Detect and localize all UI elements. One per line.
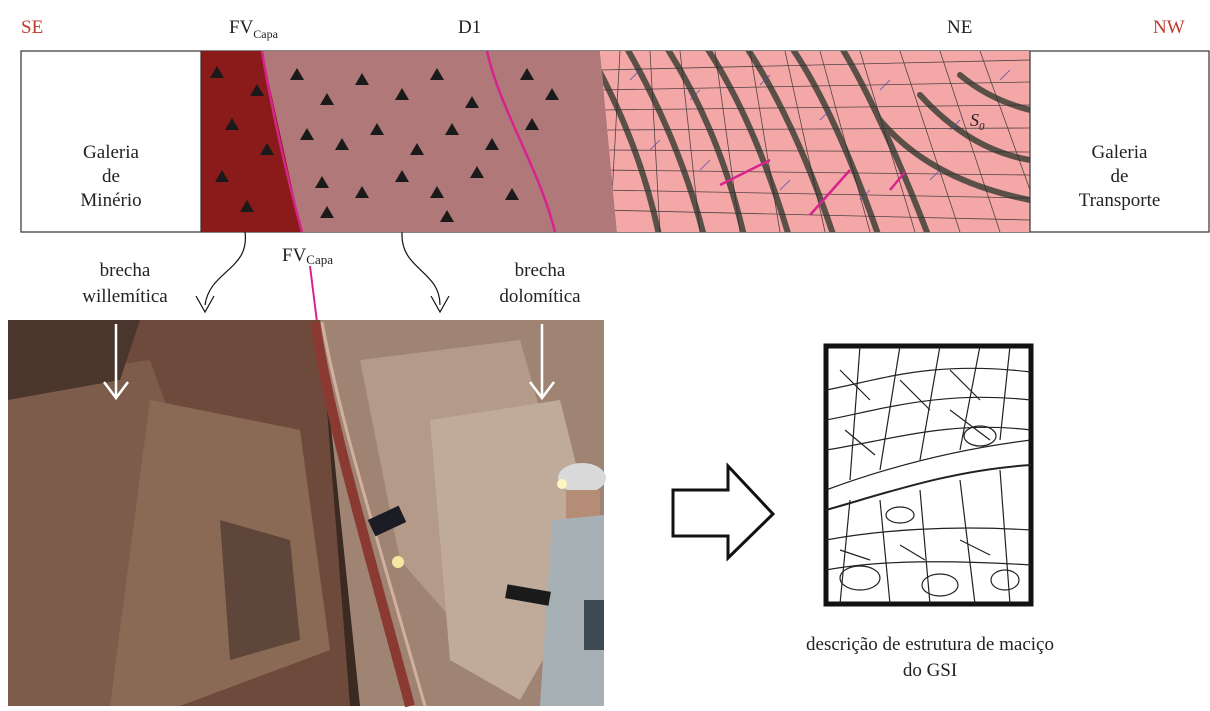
label-fv-capa-photo: FVCapa bbox=[282, 245, 334, 267]
orientation-se: SE bbox=[21, 17, 44, 38]
foliation-main: S bbox=[970, 110, 979, 130]
label-brecha-willemitica: brecha willemítica bbox=[60, 258, 190, 310]
willemitica-line-2: willemítica bbox=[82, 286, 168, 307]
gsi-structure-sketch bbox=[823, 343, 1034, 607]
fv-sub-text: Capa bbox=[253, 27, 278, 41]
caption-line-2: do GSI bbox=[902, 660, 958, 681]
down-arrow-icon bbox=[103, 324, 129, 401]
connector-dolomitic bbox=[401, 231, 441, 306]
fault-fv-capa bbox=[260, 50, 304, 233]
right-gallery-label: Galeria de Transporte bbox=[1030, 141, 1209, 213]
right-gallery-line-1: Galeria bbox=[1091, 142, 1148, 163]
fv-capa-pointer bbox=[309, 265, 318, 323]
dolomitica-line-1: brecha bbox=[514, 260, 566, 281]
right-gallery-line-2: de bbox=[1110, 166, 1129, 187]
left-gallery-label: Galeria de Minério bbox=[21, 141, 201, 213]
fv-photo-main: FV bbox=[282, 245, 307, 266]
fv-photo-sub: Capa bbox=[306, 252, 334, 267]
left-gallery-line-1: Galeria bbox=[83, 142, 139, 163]
left-gallery-line-3: Minério bbox=[80, 190, 142, 211]
right-gallery-line-3: Transporte bbox=[1078, 190, 1161, 211]
label-fv-capa-top: FVCapa bbox=[229, 17, 278, 40]
label-ne: NE bbox=[947, 17, 973, 38]
caption-line-1: descrição de estrutura de maciço bbox=[806, 634, 1054, 655]
dolomitica-line-2: dolomítica bbox=[499, 286, 581, 307]
willemitica-line-1: brecha bbox=[99, 260, 151, 281]
dolomitic-breccia-zone bbox=[262, 51, 617, 232]
fv-main-text: FV bbox=[229, 17, 254, 38]
layered-texture bbox=[600, 51, 1030, 232]
breccia-clasts bbox=[210, 66, 559, 222]
foliation-label: S0 bbox=[970, 110, 985, 133]
arrow-right-icon bbox=[671, 462, 776, 562]
left-gallery-line-2: de bbox=[102, 166, 120, 187]
foliation-sub: 0 bbox=[979, 121, 985, 133]
down-arrow-icon-right bbox=[529, 324, 555, 401]
willemitic-breccia-zone bbox=[201, 51, 302, 232]
gsi-caption: descrição de estrutura de maciço do GSI bbox=[770, 632, 1090, 684]
connector-willemitic bbox=[204, 231, 246, 306]
label-d1: D1 bbox=[458, 17, 482, 38]
fault-d1 bbox=[485, 50, 557, 233]
orientation-nw: NW bbox=[1153, 17, 1185, 38]
label-brecha-dolomitica: brecha dolomítica bbox=[475, 258, 605, 310]
outcrop-photo bbox=[8, 320, 606, 708]
